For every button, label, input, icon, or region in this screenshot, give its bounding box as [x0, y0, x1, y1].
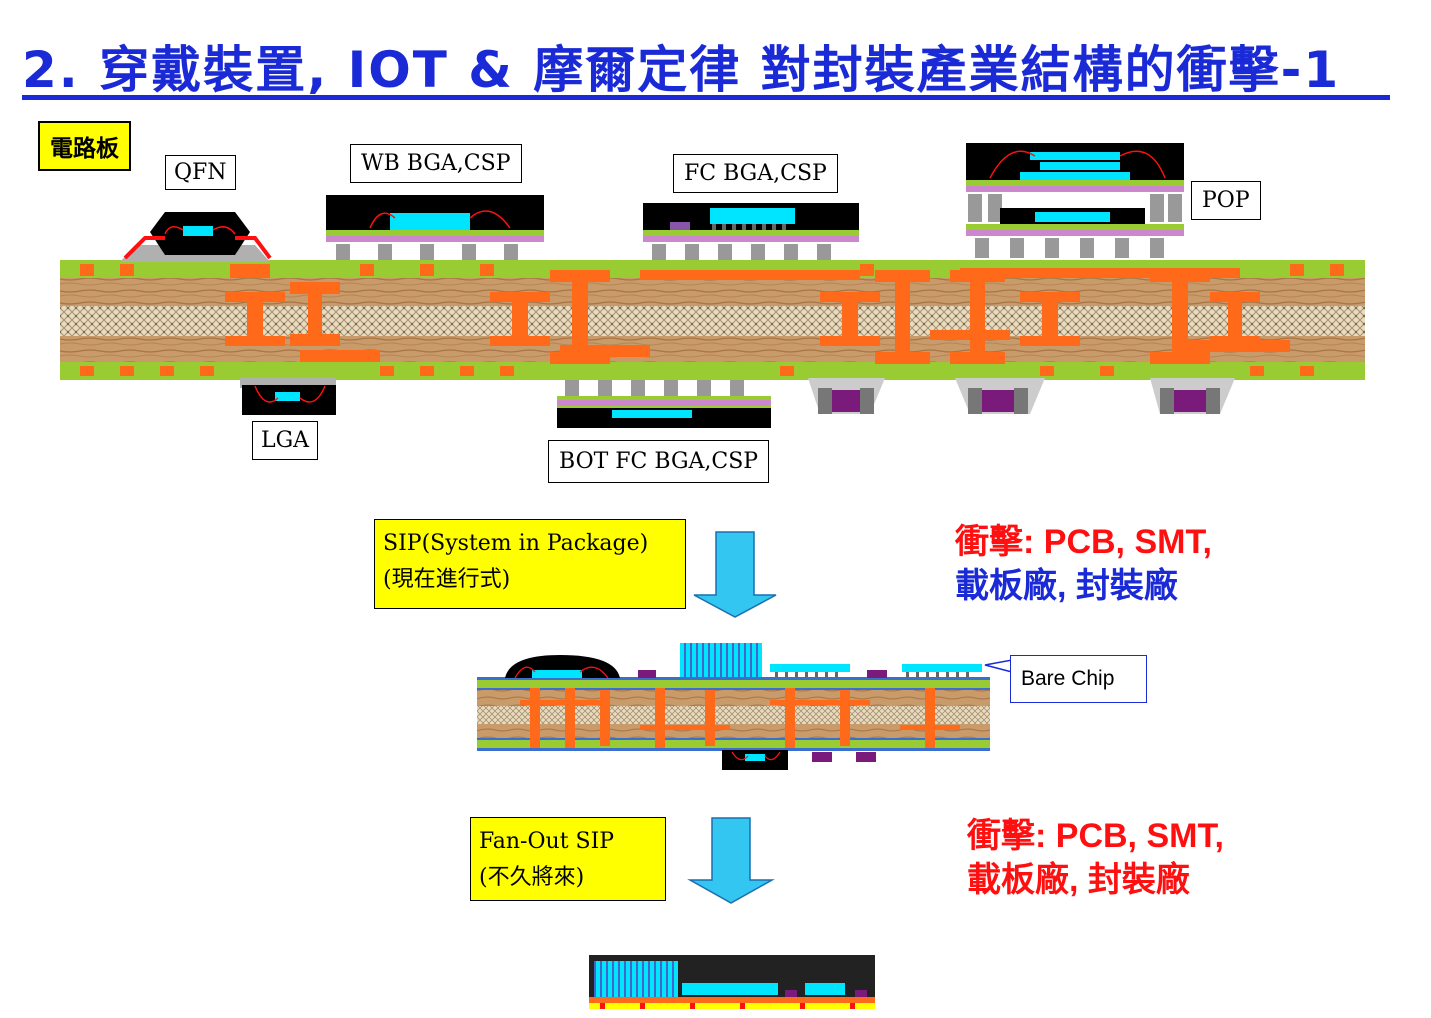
fanout-box: Fan-Out SIP (不久將來) [470, 817, 666, 901]
fanout-box-line2: (不久將來) [479, 865, 585, 890]
smd-passives [808, 378, 1235, 414]
sip-box: SIP(System in Package) (現在進行式) [374, 519, 686, 609]
sip-box-line2: (現在進行式) [383, 567, 511, 592]
impact-2-line2: 載板廠, 封裝廠 [967, 861, 1190, 899]
main-pcb [60, 260, 1365, 380]
bare-chip-pointer [984, 659, 1013, 673]
down-arrow-2 [687, 817, 775, 904]
pop-label: POP [1191, 181, 1261, 220]
impact-2-line1: 衝擊: PCB, SMT, [967, 817, 1224, 855]
fanout-box-line1: Fan-Out SIP [479, 829, 615, 854]
lga-label: LGA [252, 421, 319, 460]
title-underline [22, 95, 1390, 100]
sip-module [477, 643, 990, 770]
impact-text-1: 衝擊: PCB, SMT, 載板廠, 封裝廠 [955, 520, 1212, 608]
sip-box-line1: SIP(System in Package) [383, 531, 649, 556]
pop-package [966, 143, 1184, 258]
impact-text-2: 衝擊: PCB, SMT, 載板廠, 封裝廠 [967, 814, 1224, 902]
bot-fc-bga-label: BOT FC BGA,CSP [548, 440, 770, 483]
qfn-label: QFN [165, 155, 236, 190]
impact-1-line2: 載板廠, 封裝廠 [955, 567, 1178, 605]
down-arrow-1 [693, 531, 777, 618]
impact-1-line1: 衝擊: PCB, SMT, [955, 523, 1212, 561]
bare-chip-label: Bare Chip [1010, 655, 1147, 703]
fc-bga-label: FC BGA,CSP [673, 154, 838, 193]
board-label: 電路板 [38, 121, 131, 171]
wb-bga-package [326, 195, 544, 260]
fc-bga-package [643, 203, 859, 260]
bot-fc-bga-package [557, 380, 771, 428]
lga-package [240, 378, 336, 415]
wb-bga-label: WB BGA,CSP [350, 144, 522, 183]
qfn-package [120, 212, 272, 262]
fanout-sip-module [589, 955, 875, 1009]
page-title: 2. 穿戴裝置, IOT & 摩爾定律 對封裝產業結構的衝擊-1 [22, 41, 1341, 99]
